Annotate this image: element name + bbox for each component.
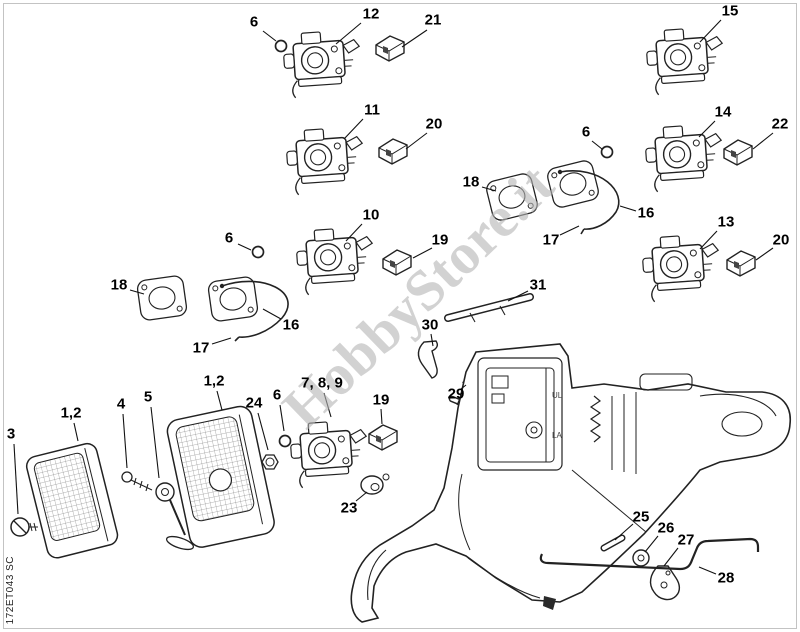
leader-line	[129, 289, 145, 295]
leader-line	[13, 443, 19, 515]
part-label-23: 23	[340, 499, 358, 517]
part-label-30: 30	[421, 316, 439, 334]
part-label-28: 28	[717, 569, 735, 587]
bolt-4-drawing	[121, 471, 153, 492]
part-label-27: 27	[677, 531, 695, 549]
leader-line	[279, 404, 285, 432]
part-label-29: 29	[447, 385, 465, 403]
leader-line	[335, 22, 362, 45]
leader-line	[262, 30, 277, 42]
leader-line	[380, 408, 383, 425]
part-label-4: 4	[116, 395, 126, 413]
leader-line	[698, 120, 716, 138]
nut-24-drawing	[261, 454, 279, 470]
part-label-17: 17	[542, 231, 560, 249]
leader-line	[591, 140, 603, 150]
rod-31-drawing	[444, 293, 534, 323]
lever-27-drawing	[649, 565, 681, 601]
leader-line	[73, 422, 79, 442]
leader-line	[345, 223, 363, 242]
part-label-6: 6	[224, 229, 234, 247]
leader-line	[355, 491, 368, 502]
choke-lever-5-drawing	[155, 482, 195, 551]
part-label-22: 22	[771, 115, 789, 133]
leader-line	[122, 413, 128, 469]
grommet-26-drawing	[632, 549, 650, 567]
pin-25-drawing	[600, 534, 626, 552]
cable-16-17-right-drawing	[557, 169, 620, 235]
leader-line	[323, 392, 332, 418]
filter-cover-right-drawing	[166, 405, 275, 548]
leader-line	[699, 230, 718, 250]
part-label-1-2: 1,2	[203, 372, 225, 390]
part-label-15: 15	[721, 2, 739, 20]
part-label-1-2: 1,2	[60, 404, 82, 422]
leader-line	[755, 247, 774, 261]
leader-line	[430, 333, 434, 347]
leader-line	[216, 390, 223, 411]
part-label-7-8-9: 7, 8, 9	[301, 374, 343, 392]
leader-line	[614, 523, 634, 541]
part-label-18: 18	[462, 173, 480, 191]
part-label-16: 16	[282, 316, 300, 334]
part-label-5: 5	[143, 388, 153, 406]
leader-line	[257, 412, 269, 451]
leader-line	[507, 290, 529, 302]
leader-line	[663, 547, 679, 567]
part-label-17: 17	[192, 339, 210, 357]
part-label-6: 6	[249, 13, 259, 31]
leader-line	[150, 406, 160, 479]
leader-line	[752, 132, 774, 150]
document-code: 172ET043 SC	[5, 555, 16, 624]
part-label-16: 16	[637, 204, 655, 222]
part-label-14: 14	[714, 103, 732, 121]
leader-line	[262, 308, 282, 320]
part-label-18: 18	[110, 276, 128, 294]
part-label-31: 31	[529, 276, 547, 294]
part-label-24: 24	[245, 394, 263, 412]
part-label-19: 19	[372, 391, 390, 409]
filter-cover-left-drawing	[25, 442, 119, 559]
part-label-19: 19	[431, 231, 449, 249]
leader-line	[644, 535, 659, 553]
leader-line	[405, 132, 428, 150]
part-label-20: 20	[425, 115, 443, 133]
cable-16-17-left-drawing	[219, 280, 289, 342]
part-label-20: 20	[772, 231, 790, 249]
leader-line	[211, 337, 232, 345]
housing-marking-la: LA	[552, 431, 562, 440]
part-label-11: 11	[364, 101, 380, 119]
wire-28-drawing	[539, 537, 760, 571]
leader-line	[412, 247, 433, 259]
leader-line	[698, 566, 717, 575]
part-label-26: 26	[657, 519, 675, 537]
leader-lines-layer	[13, 19, 774, 575]
leader-line	[481, 186, 497, 192]
part-label-3: 3	[6, 425, 16, 443]
leader-line	[460, 384, 467, 390]
part-label-6: 6	[581, 123, 591, 141]
part-label-6: 6	[272, 386, 282, 404]
leader-line	[559, 225, 580, 236]
part-label-25: 25	[632, 508, 650, 526]
grommet-23-drawing	[360, 473, 390, 495]
part-label-21: 21	[424, 11, 442, 29]
leader-line	[699, 19, 722, 43]
housing-drawing: UL LA	[350, 343, 791, 623]
leader-line	[343, 118, 364, 140]
leader-line	[237, 243, 252, 251]
leader-line	[619, 205, 637, 212]
part-label-10: 10	[362, 206, 380, 224]
housing-marking-ul: UL	[552, 391, 563, 400]
lever-30-drawing	[417, 340, 439, 379]
part-label-12: 12	[362, 5, 380, 23]
screw-3-drawing	[10, 517, 38, 537]
part-label-13: 13	[717, 213, 735, 231]
leader-line	[401, 29, 428, 48]
